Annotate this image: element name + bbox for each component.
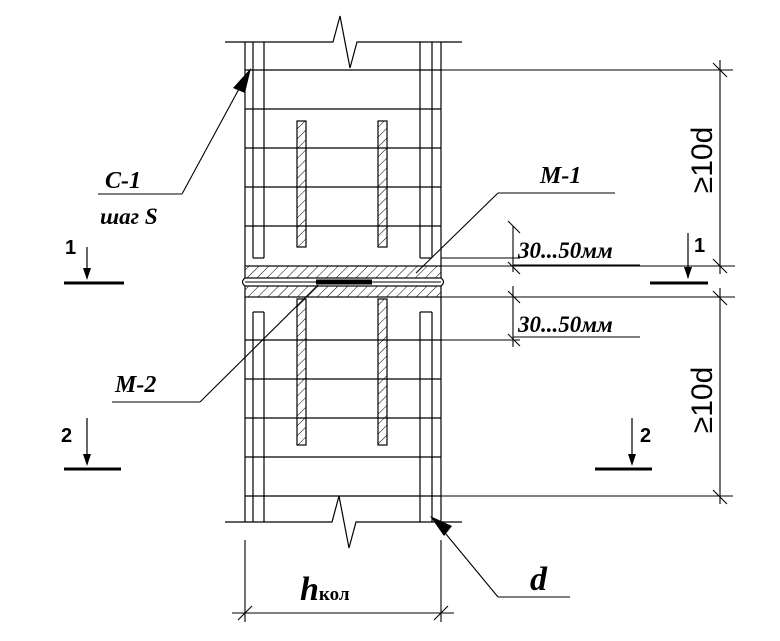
section-arrow-1-right — [684, 267, 692, 279]
length-bottom-label: ≥10d — [686, 367, 719, 434]
joint-plate-bottom — [244, 285, 442, 298]
length-dimension-bottom — [441, 288, 735, 505]
width-label-sub: кол — [319, 584, 350, 605]
joint-weld-right — [440, 277, 445, 287]
joint-plate-top — [244, 265, 442, 279]
section-mark-2-left — [64, 418, 121, 471]
upper-plate-left — [296, 120, 307, 248]
length-top-label: ≥10d — [686, 127, 719, 194]
leader-d — [435, 521, 570, 598]
length-dimension-top — [441, 60, 735, 274]
joint-plates — [241, 265, 445, 298]
leader-m2 — [112, 284, 319, 403]
upper-mesh-bars — [245, 69, 441, 227]
upper-plate-right — [377, 120, 388, 248]
plate-m1-label: М-1 — [539, 163, 581, 189]
leader-m1 — [415, 192, 615, 274]
upper-column — [225, 15, 462, 266]
lower-mesh-bars — [245, 339, 441, 497]
mesh-c1-label: С-1 — [105, 168, 141, 194]
joint-weld-left — [241, 277, 246, 287]
section-arrow-2-left — [83, 454, 91, 466]
leader-d-arrowhead — [430, 516, 452, 536]
leader-c1-arrowhead — [233, 68, 251, 93]
section-1-left-label: 1 — [65, 237, 76, 259]
width-dimension — [232, 540, 454, 622]
gap-dimension-top — [441, 220, 640, 275]
section-2-right-label: 2 — [640, 425, 651, 447]
lower-column — [225, 297, 462, 549]
gap-top-label: 30...50мм — [517, 238, 613, 263]
upper-break-line — [225, 15, 462, 69]
step-s-label: шаг S — [100, 204, 158, 229]
section-1-right-label: 1 — [694, 235, 705, 257]
width-label-main: h — [300, 571, 319, 608]
lower-break-line — [225, 495, 462, 549]
plate-m2-label: М-2 — [114, 372, 156, 398]
section-arrow-1-left — [83, 268, 91, 280]
width-label: hкол — [300, 571, 350, 608]
section-2-left-label: 2 — [61, 425, 72, 447]
gap-bottom-label: 30...50мм — [517, 312, 613, 337]
section-arrow-2-right — [628, 454, 636, 466]
lower-plate-right — [377, 298, 388, 446]
leader-c1 — [98, 75, 247, 195]
bar-d-label: d — [530, 561, 548, 598]
lower-plate-left — [296, 298, 307, 446]
